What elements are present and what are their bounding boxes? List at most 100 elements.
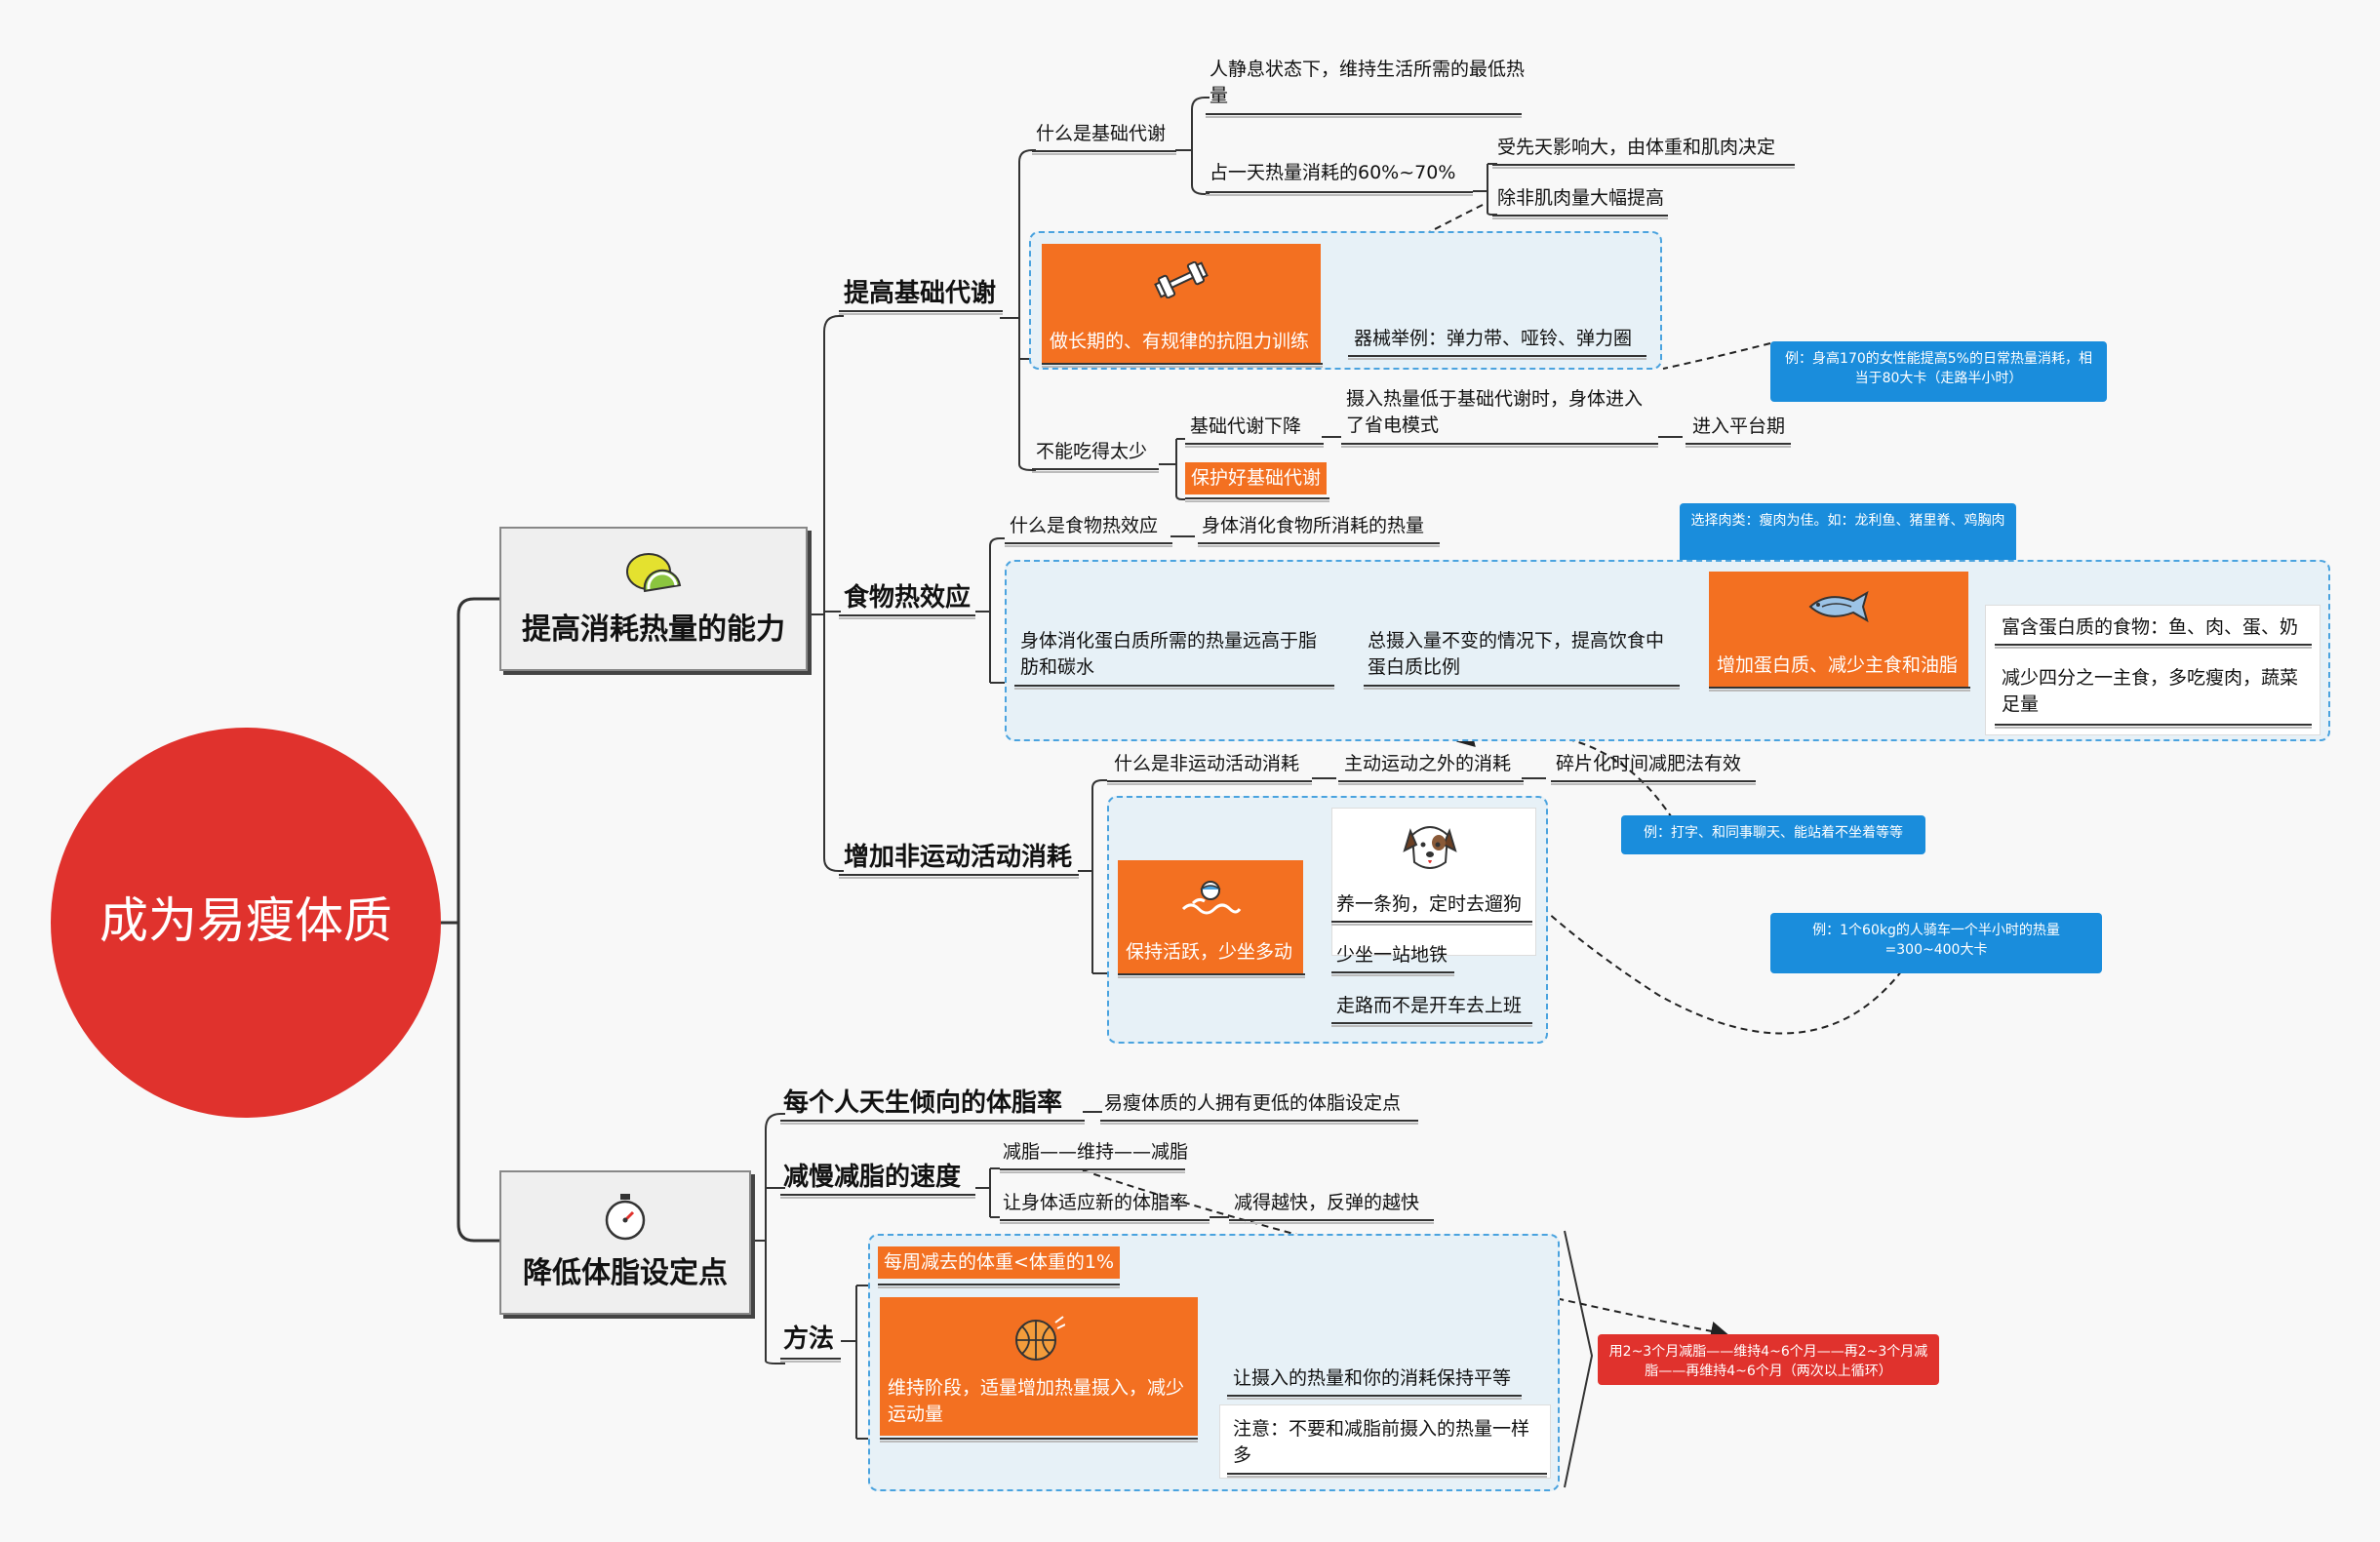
node-protein-cost[interactable]: 身体消化蛋白质所需的热量远高于脂肪和碳水 (1020, 630, 1318, 678)
node-equipment[interactable]: 器械举例：弹力带、哑铃、弹力圈 (1354, 328, 1633, 349)
branch-slow-down[interactable]: 减慢减脂的速度 (783, 1163, 962, 1192)
branch-tef[interactable]: 食物热效应 (844, 583, 972, 613)
topic-lower-setpoint[interactable]: 降低体脂设定点 (499, 1170, 751, 1315)
node-save-mode[interactable]: 摄入热量低于基础代谢时，身体进入了省电模式 (1346, 388, 1644, 436)
underline (1185, 443, 1324, 445)
note-cycle-plan[interactable]: 用2~3个月减脂——维持4~6个月——再2~3个月减脂——再维持4~6个月（两次… (1598, 1334, 1939, 1385)
node-walk-to-work[interactable]: 走路而不是开车去上班 (1336, 995, 1523, 1016)
node-factor-muscle[interactable]: 除非肌肉量大幅提高 (1497, 187, 1665, 209)
node-adapt[interactable]: 让身体适应新的体脂率 (1003, 1192, 1189, 1213)
node-walk-dog[interactable]: 养一条狗，定时去遛狗 (1336, 893, 1523, 915)
underline (1709, 687, 1970, 689)
node-label: 做长期的、有规律的抗阻力训练 (1050, 331, 1310, 352)
underline (878, 1284, 1120, 1285)
underline (1492, 215, 1668, 217)
underline (880, 1438, 1198, 1440)
node-what-neat[interactable]: 什么是非运动活动消耗 (1114, 753, 1300, 774)
underline (839, 614, 975, 616)
dumbbell-icon (1153, 260, 1210, 306)
underline (1206, 113, 1522, 115)
lemon-icon (623, 546, 684, 599)
underline (1227, 1473, 1547, 1475)
underline (1000, 1219, 1210, 1221)
node-less-subway[interactable]: 少坐一站地铁 (1336, 944, 1448, 966)
underline (1331, 1022, 1532, 1024)
underline (1014, 685, 1334, 687)
underline (1341, 443, 1658, 445)
note-neat-example[interactable]: 例：打字、和同事聊天、能站着不坐着等等 (1621, 815, 1925, 854)
underline (1118, 973, 1305, 975)
underline (1032, 468, 1159, 470)
node-protein-foods[interactable]: 富含蛋白质的食物：鱼、肉、蛋、奶 (2002, 616, 2299, 638)
underline (1198, 542, 1440, 544)
node-resistance-training[interactable]: 做长期的、有规律的抗阻力训练 (1042, 244, 1321, 363)
node-fragment-time[interactable]: 碎片化时间减肥法有效 (1556, 753, 1742, 774)
root-topic[interactable]: 成为易瘦体质 (51, 728, 441, 1118)
branch-method[interactable]: 方法 (783, 1325, 835, 1354)
underline (1551, 780, 1756, 782)
note-cycling-example[interactable]: 例：1个60kg的人骑车一个半小时的热量=300~400大卡 (1770, 913, 2102, 973)
note-meat-choice[interactable]: 选择肉类：瘦肉为佳。如：龙利鱼、猪里脊、鸡胸肉 (1680, 503, 2016, 564)
group-food-list (1985, 605, 2320, 735)
tag-protect-bmr[interactable]: 保护好基础代谢 (1185, 462, 1328, 494)
topic-title: 提高消耗热量的能力 (522, 613, 785, 647)
stopwatch-icon (599, 1190, 652, 1246)
underline (1005, 542, 1172, 544)
node-bmr-down[interactable]: 基础代谢下降 (1190, 415, 1302, 437)
node-careful[interactable]: 注意：不要和减脂前摄入的热量一样多 (1233, 1418, 1530, 1466)
underline (1032, 150, 1176, 152)
note-bmr-example[interactable]: 例：身高170的女性能提高5%的日常热量消耗，相当于80大卡（走路半小时） (1770, 341, 2107, 402)
underline (1185, 497, 1329, 499)
underline (1331, 921, 1532, 923)
node-rebound[interactable]: 减得越快，反弹的越快 (1234, 1192, 1420, 1213)
node-neat-definition[interactable]: 主动运动之外的消耗 (1344, 753, 1512, 774)
basketball-icon (1012, 1315, 1066, 1371)
fish-icon (1805, 589, 1873, 632)
underline (1364, 685, 1680, 687)
node-stay-active[interactable]: 保持活跃，少坐多动 (1118, 860, 1303, 973)
underline (1000, 1168, 1185, 1170)
tag-weekly-loss[interactable]: 每周减去的体重<体重的1% (878, 1246, 1121, 1279)
underline (780, 1194, 975, 1196)
node-less-staple[interactable]: 减少四分之一主食，多吃瘦肉，蔬菜足量 (2002, 667, 2299, 715)
underline (1206, 191, 1473, 193)
branch-tendency[interactable]: 每个人天生倾向的体脂率 (783, 1088, 1063, 1118)
underline (1229, 1219, 1434, 1221)
underline (1227, 1395, 1522, 1397)
node-maintain-stage[interactable]: 维持阶段，适量增加热量摄入，减少运动量 (880, 1297, 1198, 1436)
topic-increase-burn[interactable]: 提高消耗热量的能力 (499, 527, 808, 671)
underline (1100, 1120, 1418, 1122)
node-tef-definition[interactable]: 身体消化食物所消耗的热量 (1202, 515, 1425, 536)
node-protein-ratio[interactable]: 总摄入量不变的情况下，提高饮食中蛋白质比例 (1368, 630, 1665, 678)
node-not-too-little[interactable]: 不能吃得太少 (1036, 441, 1148, 462)
node-cycle[interactable]: 减脂——维持——减脂 (1003, 1141, 1189, 1163)
underline (1995, 724, 2312, 726)
node-factor-genetic[interactable]: 受先天影响大，由体重和肌肉决定 (1497, 137, 1776, 158)
underline (1042, 363, 1323, 365)
swimmer-icon (1179, 878, 1242, 927)
node-lower-setpoint[interactable]: 易瘦体质的人拥有更低的体脂设定点 (1104, 1092, 1402, 1114)
underline (1331, 971, 1454, 973)
underline (1995, 644, 2312, 646)
careful-card (1219, 1404, 1551, 1479)
node-more-protein[interactable]: 增加蛋白质、减少主食和油脂 (1709, 572, 1968, 687)
underline (780, 1358, 841, 1360)
underline (1107, 780, 1312, 782)
node-label: 增加蛋白质、减少主食和油脂 (1717, 654, 1959, 676)
node-balance[interactable]: 让摄入的热量和你的消耗保持平等 (1233, 1367, 1512, 1389)
underline (1348, 355, 1646, 357)
underline (780, 1120, 1085, 1122)
underline (839, 310, 1003, 312)
branch-neat[interactable]: 增加非运动活动消耗 (844, 843, 1073, 872)
node-what-tef[interactable]: 什么是食物热效应 (1010, 515, 1159, 536)
branch-bmr[interactable]: 提高基础代谢 (844, 279, 997, 308)
node-plateau[interactable]: 进入平台期 (1692, 415, 1786, 437)
node-what-bmr[interactable]: 什么是基础代谢 (1036, 123, 1167, 144)
node-label: 维持阶段，适量增加热量摄入，减少运动量 (888, 1377, 1185, 1425)
topic-title: 降低体脂设定点 (523, 1256, 728, 1290)
node-bmr-ratio[interactable]: 占一天热量消耗的60%~70% (1210, 162, 1456, 183)
underline (1686, 443, 1791, 445)
node-bmr-definition[interactable]: 人静息状态下，维持生活所需的最低热量 (1210, 59, 1526, 106)
dog-icon (1403, 817, 1457, 880)
root-title: 成为易瘦体质 (99, 892, 392, 949)
